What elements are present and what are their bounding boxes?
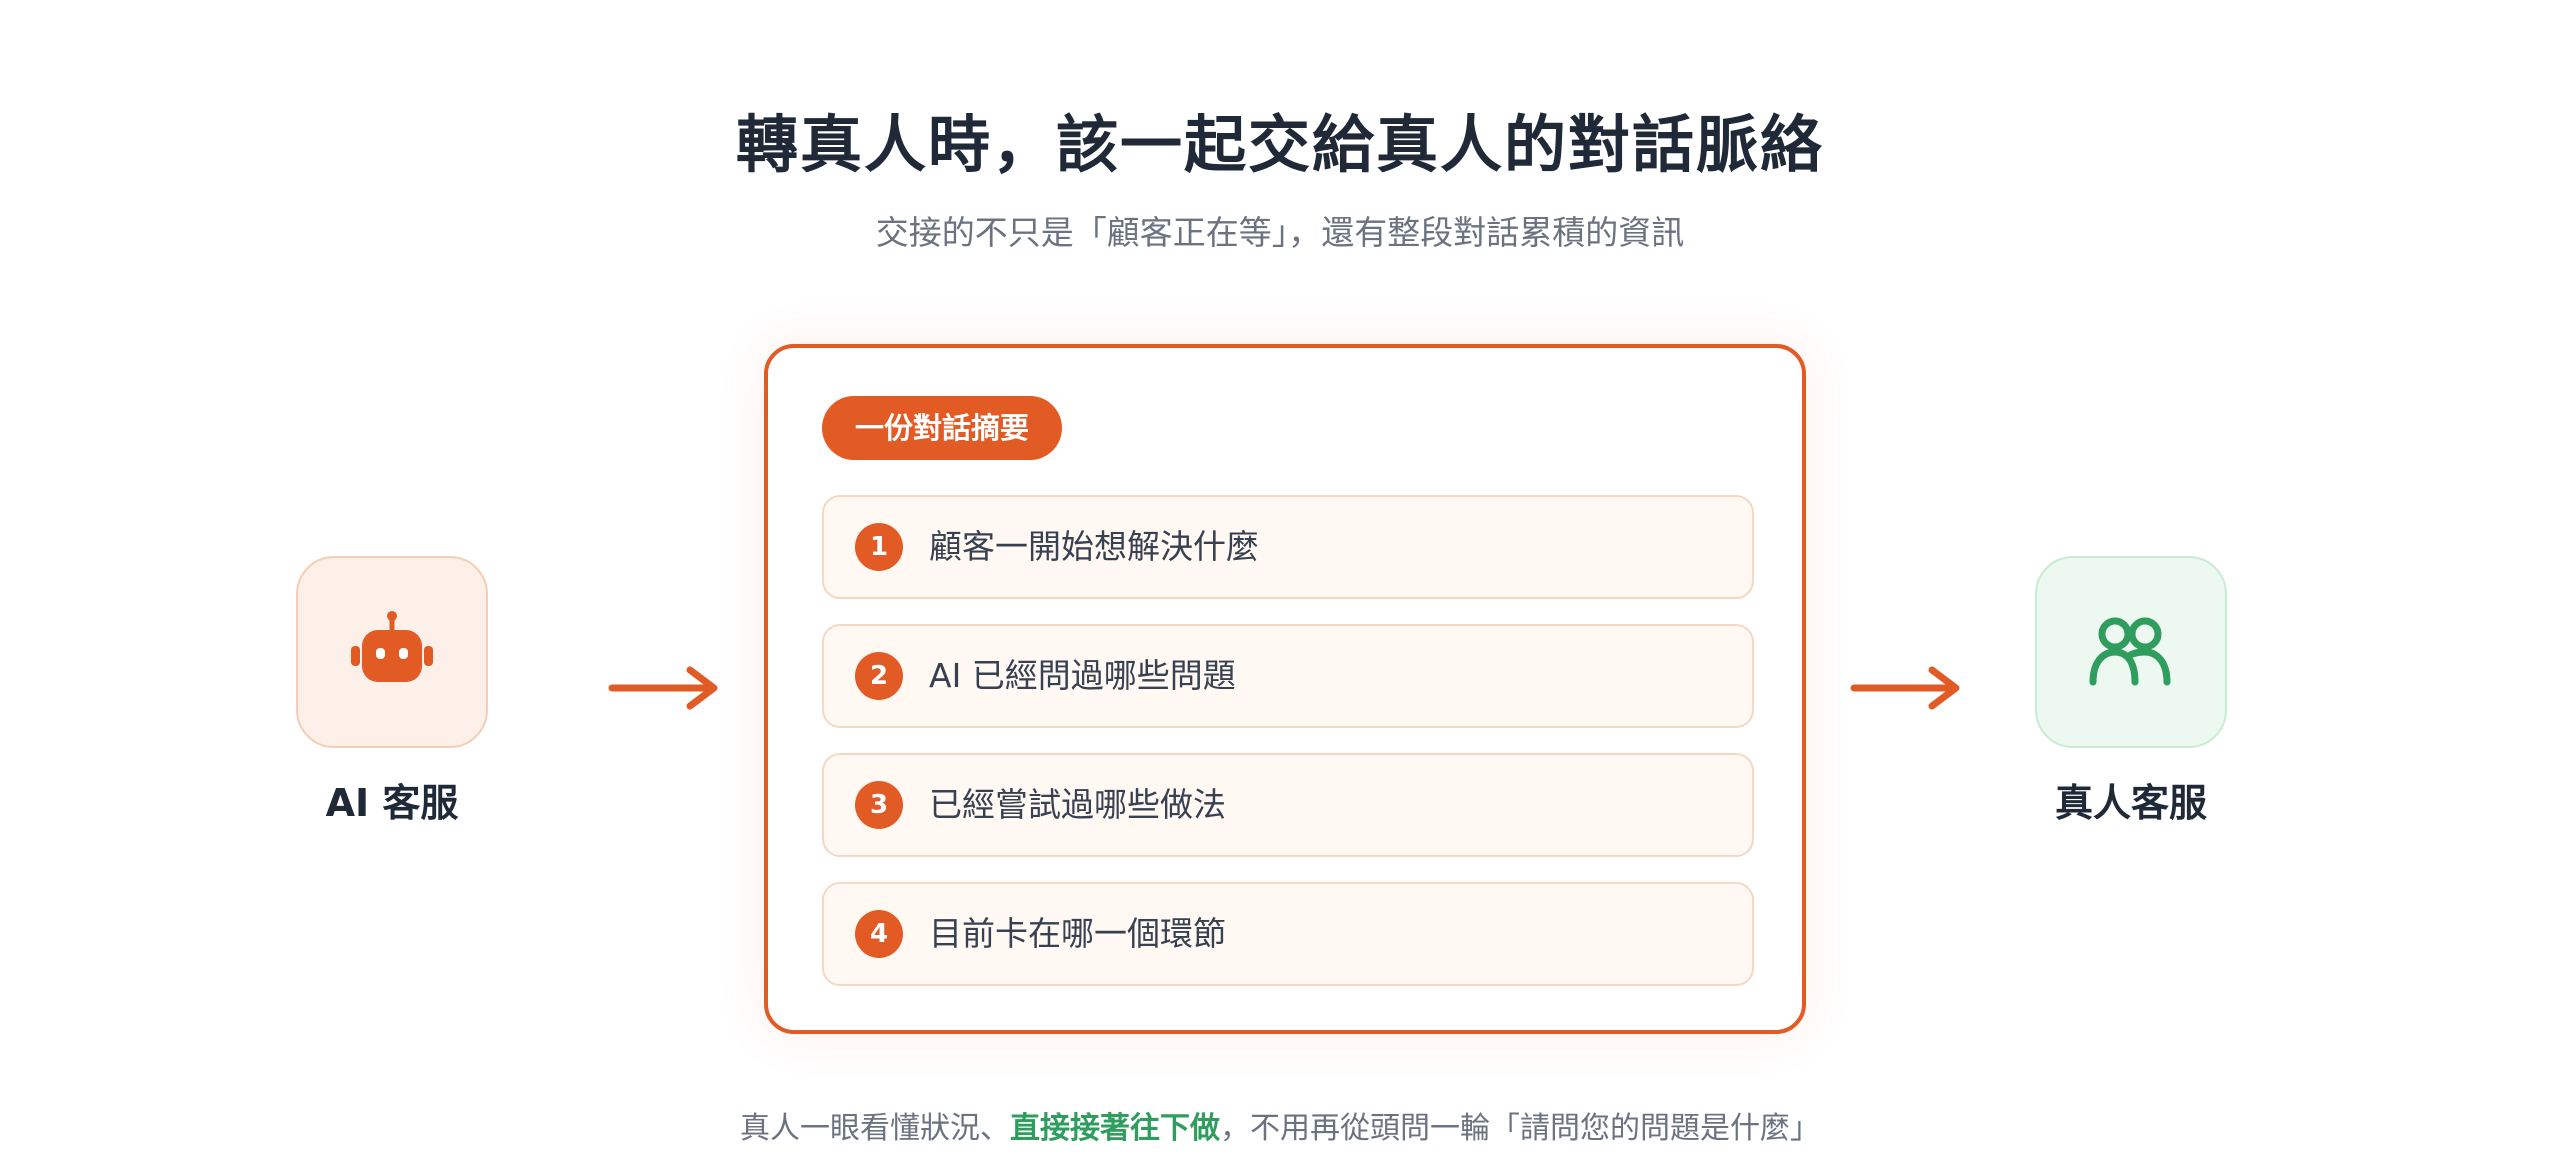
step-text: 已經嘗試過哪些做法 <box>929 785 1226 824</box>
footer-note: 真人一眼看懂狀況、直接接著往下做，不用再從頭問一輪「請問您的問題是什麼」 <box>0 1108 2560 1150</box>
step-number-badge: 2 <box>855 652 903 700</box>
summary-badge: 一份對話摘要 <box>822 396 1063 460</box>
footer-highlight: 直接接著往下做 <box>1010 1111 1220 1146</box>
step-number-badge: 1 <box>855 523 903 571</box>
robot-icon <box>351 611 433 682</box>
summary-item: 1 顧客一開始想解決什麼 <box>822 495 1754 599</box>
summary-item-list: 1 顧客一開始想解決什麼 2 AI 已經問過哪些問題 3 已經嘗試過哪些做法 4… <box>822 495 1754 1011</box>
step-text: 顧客一開始想解決什麼 <box>929 527 1259 566</box>
conversation-summary-card: 一份對話摘要 1 顧客一開始想解決什麼 2 AI 已經問過哪些問題 3 已經嘗試… <box>764 344 1806 1034</box>
step-number-badge: 3 <box>855 781 903 829</box>
arrow-right-icon <box>608 666 718 710</box>
human-agent-tile <box>2035 556 2227 748</box>
summary-item: 3 已經嘗試過哪些做法 <box>822 753 1754 857</box>
step-number-badge: 4 <box>855 910 903 958</box>
human-agent-node: 真人客服 <box>2001 556 2261 828</box>
summary-item: 2 AI 已經問過哪些問題 <box>822 624 1754 728</box>
footer-text-before: 真人一眼看懂狀況、 <box>740 1111 1010 1146</box>
page-title: 轉真人時，該一起交給真人的對話脈絡 <box>735 108 1824 181</box>
page-subtitle: 交接的不只是「顧客正在等」，還有整段對話累積的資訊 <box>875 213 1685 252</box>
footer-text-after: ，不用再從頭問一輪「請問您的問題是什麼」 <box>1220 1111 1820 1146</box>
people-icon <box>2089 617 2171 686</box>
ai-agent-tile <box>296 556 488 748</box>
summary-item: 4 目前卡在哪一個環節 <box>822 882 1754 986</box>
ai-agent-label: AI 客服 <box>325 781 459 825</box>
arrow-right-icon <box>1850 666 1960 710</box>
ai-agent-node: AI 客服 <box>262 556 522 828</box>
human-agent-label: 真人客服 <box>2054 781 2207 825</box>
step-text: AI 已經問過哪些問題 <box>929 656 1236 695</box>
step-text: 目前卡在哪一個環節 <box>929 914 1226 953</box>
